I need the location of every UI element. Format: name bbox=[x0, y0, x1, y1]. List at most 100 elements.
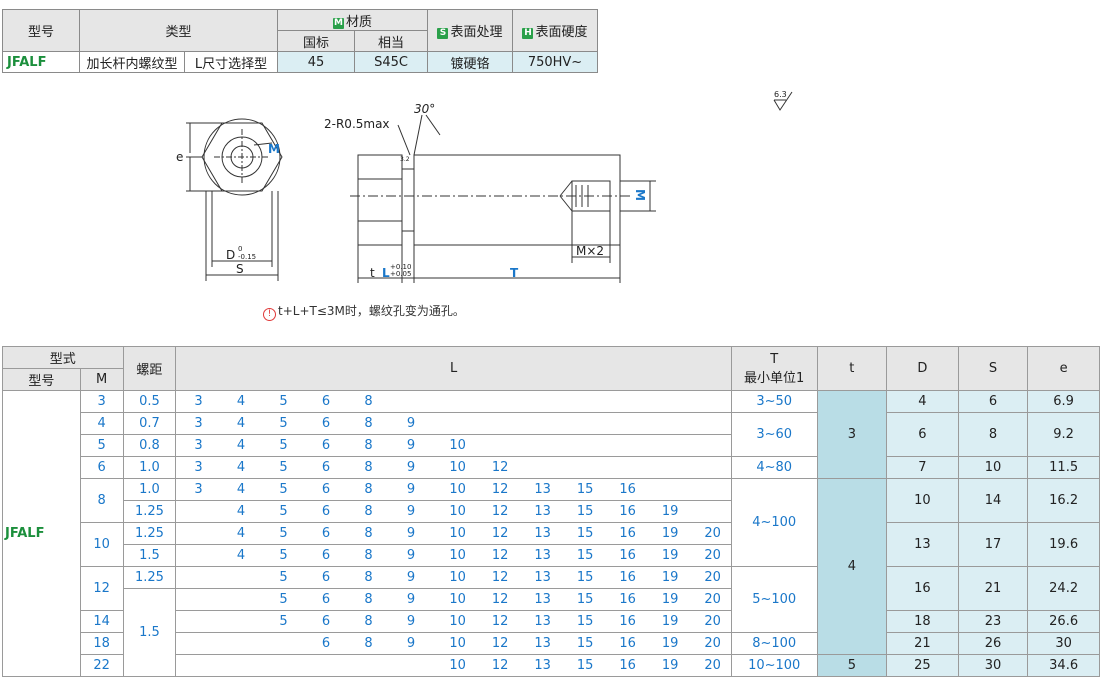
spec-equiv: S45C bbox=[354, 51, 428, 73]
l-value: 19 bbox=[661, 504, 679, 519]
l-value: 16 bbox=[619, 614, 636, 629]
spec-header-material-label: 材质 bbox=[345, 14, 372, 30]
l-value: 5 bbox=[279, 394, 288, 409]
m-label: M bbox=[268, 142, 280, 156]
t-big-label: T bbox=[510, 266, 519, 280]
l-value: 6 bbox=[321, 438, 331, 453]
d-tol-bot: -0.15 bbox=[238, 253, 256, 261]
l-value: 10 bbox=[449, 460, 466, 475]
t-range-cell: 8~100 bbox=[730, 632, 818, 655]
l-value: 16 bbox=[619, 548, 636, 563]
l-value: 6 bbox=[321, 614, 331, 629]
s-cell: 6 bbox=[957, 390, 1029, 413]
l-value bbox=[263, 636, 306, 651]
spec-header-gb: 国标 bbox=[277, 30, 355, 52]
l-value: 3 bbox=[194, 482, 203, 497]
surface-badge-icon: S bbox=[437, 28, 449, 39]
l-value: 4 bbox=[236, 504, 246, 519]
l-value: 16 bbox=[619, 658, 636, 673]
m-cell: 3 bbox=[79, 390, 124, 413]
l-value bbox=[603, 460, 646, 475]
pitch-cell: 1.0 bbox=[122, 478, 177, 501]
l-value: 10 bbox=[449, 636, 466, 651]
technical-drawing: M e D 0 -0.15 S 2-R0.5max 30° 3.2 t L +0… bbox=[176, 102, 656, 283]
l-value bbox=[646, 394, 689, 409]
l-value bbox=[178, 592, 221, 607]
angle-label: 30° bbox=[414, 102, 435, 116]
d-cell: 10 bbox=[886, 478, 959, 523]
e-cell: 6.9 bbox=[1027, 390, 1100, 413]
pitch-cell: 1.5 bbox=[122, 544, 177, 567]
l-value: 20 bbox=[704, 636, 721, 651]
m-cell: 4 bbox=[79, 412, 124, 435]
l-value bbox=[518, 438, 561, 453]
s-cell: 23 bbox=[957, 610, 1029, 633]
e-cell: 16.2 bbox=[1027, 478, 1100, 523]
l-value: 5 bbox=[279, 438, 288, 453]
l-value: 13 bbox=[534, 526, 551, 541]
l-value: 4 bbox=[236, 482, 246, 497]
l-value bbox=[518, 394, 561, 409]
l-value bbox=[391, 394, 434, 409]
body-side bbox=[413, 154, 621, 246]
t-range-cell: 3~50 bbox=[730, 390, 818, 413]
l-value: 6 bbox=[321, 570, 331, 585]
l-value bbox=[603, 416, 646, 431]
l-value bbox=[688, 438, 731, 453]
l-value bbox=[646, 416, 689, 431]
pitch-cell: 1.25 bbox=[122, 566, 177, 589]
l-value: 15 bbox=[576, 548, 594, 563]
l-value bbox=[178, 636, 221, 651]
d-cell: 7 bbox=[886, 456, 959, 479]
header-type: 型式 bbox=[2, 346, 124, 369]
l-value bbox=[646, 438, 689, 453]
l-value bbox=[688, 482, 731, 497]
l-value: 20 bbox=[704, 526, 721, 541]
l-value bbox=[178, 548, 221, 563]
l-value: 19 bbox=[661, 526, 679, 541]
l-value: 13 bbox=[534, 504, 551, 519]
header-model: 型号 bbox=[2, 368, 81, 391]
hardness-badge-icon: H bbox=[522, 28, 534, 39]
l-value: 5 bbox=[279, 592, 288, 607]
l-value: 15 bbox=[576, 526, 594, 541]
d-cell: 21 bbox=[886, 632, 959, 655]
l-value: 4 bbox=[236, 460, 246, 475]
s-cell: 21 bbox=[957, 566, 1029, 611]
e-cell: 30 bbox=[1027, 632, 1100, 655]
e-cell: 9.2 bbox=[1027, 412, 1100, 457]
l-value: 9 bbox=[406, 526, 416, 541]
l-value bbox=[688, 394, 731, 409]
l-value: 4 bbox=[236, 416, 246, 431]
l-tol-top: +0.10 bbox=[390, 263, 411, 271]
l-value: 19 bbox=[661, 658, 679, 673]
l-value: 12 bbox=[491, 658, 509, 673]
m-side-label: M bbox=[633, 189, 647, 201]
t-cell: 3 bbox=[816, 390, 888, 479]
l-value: 16 bbox=[619, 526, 636, 541]
l-value: 15 bbox=[576, 658, 594, 673]
pitch-cell: 1.25 bbox=[122, 522, 177, 545]
l-value: 15 bbox=[576, 482, 594, 497]
l-value: 13 bbox=[534, 592, 551, 607]
l-value bbox=[561, 394, 604, 409]
l-value: 15 bbox=[576, 504, 594, 519]
l-value: 6 bbox=[321, 482, 331, 497]
l-value bbox=[603, 438, 646, 453]
l-value bbox=[221, 658, 264, 673]
l-value: 6 bbox=[321, 548, 331, 563]
l-value: 19 bbox=[661, 570, 679, 585]
note-text: t+L+T≤3M时，螺纹孔变为通孔。 bbox=[278, 304, 465, 318]
m-leader bbox=[253, 142, 273, 146]
l-value: 9 bbox=[406, 416, 416, 431]
l-value: 8 bbox=[364, 636, 373, 651]
l-value: 20 bbox=[704, 592, 721, 607]
